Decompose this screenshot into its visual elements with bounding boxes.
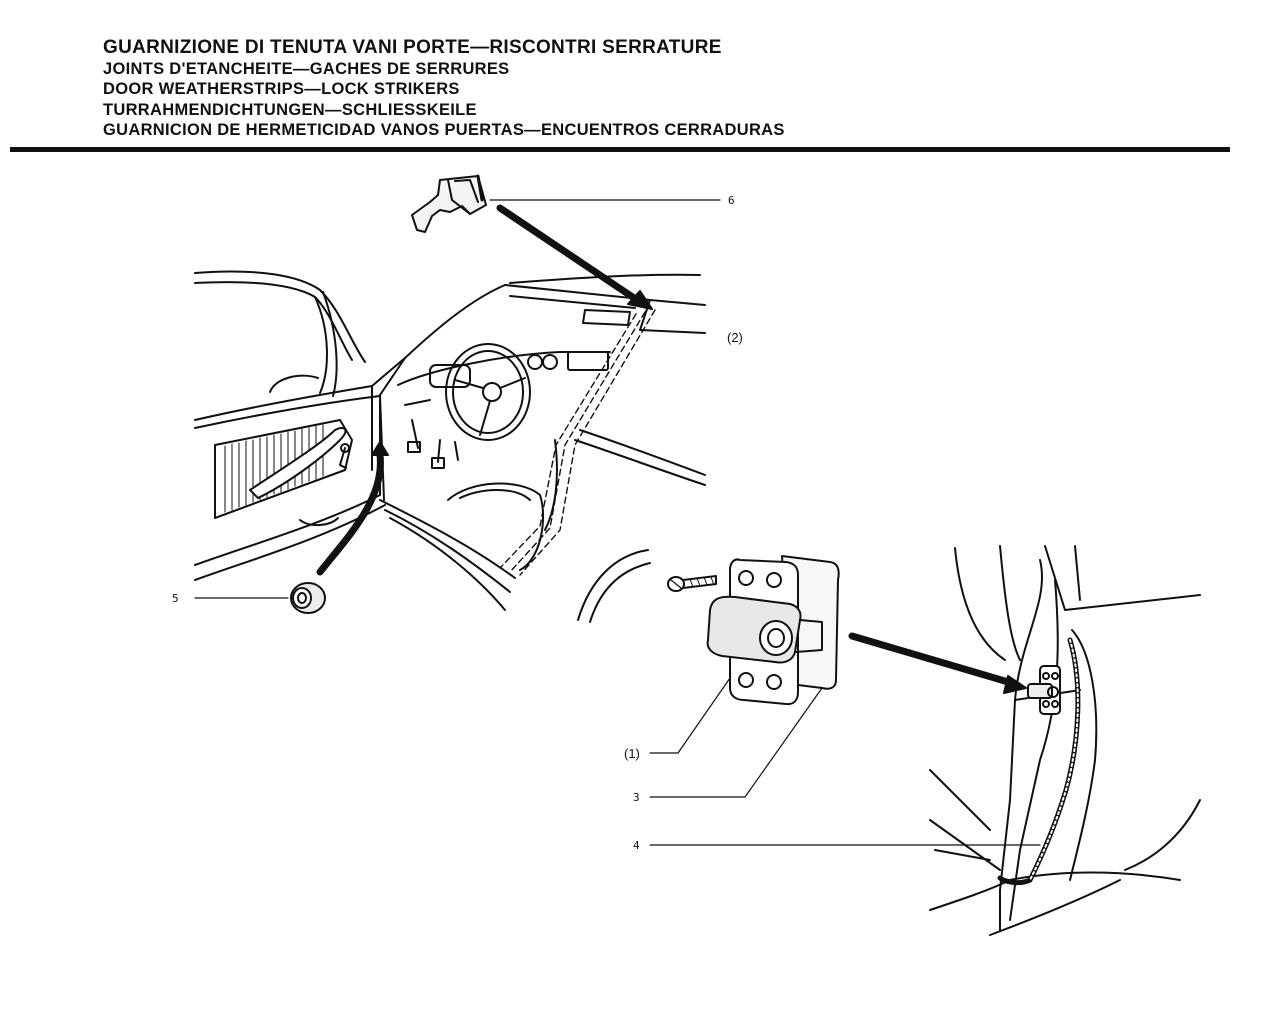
title-english: DOOR WEATHERSTRIPS—LOCK STRIKERS — [103, 80, 460, 98]
title-block: GUARNIZIONE DI TENUTA VANI PORTE—RISCONT… — [103, 37, 785, 141]
part-5-grommet — [290, 582, 326, 614]
callout-2: (2) — [727, 330, 743, 345]
title-french: JOINTS D'ETANCHEITE—GACHES DE SERRURES — [103, 59, 510, 78]
door-pillar-illustration — [929, 545, 1201, 936]
callout-1: (1) — [624, 746, 640, 761]
callout-5: 5 — [172, 592, 179, 605]
callout-4: 4 — [633, 839, 640, 852]
arrow-5 — [316, 451, 384, 576]
callout-6: 6 — [728, 194, 735, 207]
callout-3: 3 — [633, 791, 640, 804]
lock-striker-assembly — [667, 555, 840, 706]
wheel-arch — [577, 549, 649, 621]
header-rule — [10, 147, 1230, 152]
part-6-clip — [411, 174, 487, 233]
screw — [667, 575, 717, 592]
arrow-striker — [848, 632, 1019, 688]
title-spanish: GUARNICION DE HERMETICIDAD VANOS PUERTAS… — [103, 121, 785, 139]
title-italian: GUARNIZIONE DI TENUTA VANI PORTE—RISCONT… — [103, 37, 722, 58]
car-door-illustration — [194, 270, 706, 611]
door-panel-ribs — [224, 424, 324, 513]
title-german: TURRAHMENDICHTUNGEN—SCHLIESSKEILE — [103, 100, 477, 119]
arrow-6 — [496, 204, 644, 306]
